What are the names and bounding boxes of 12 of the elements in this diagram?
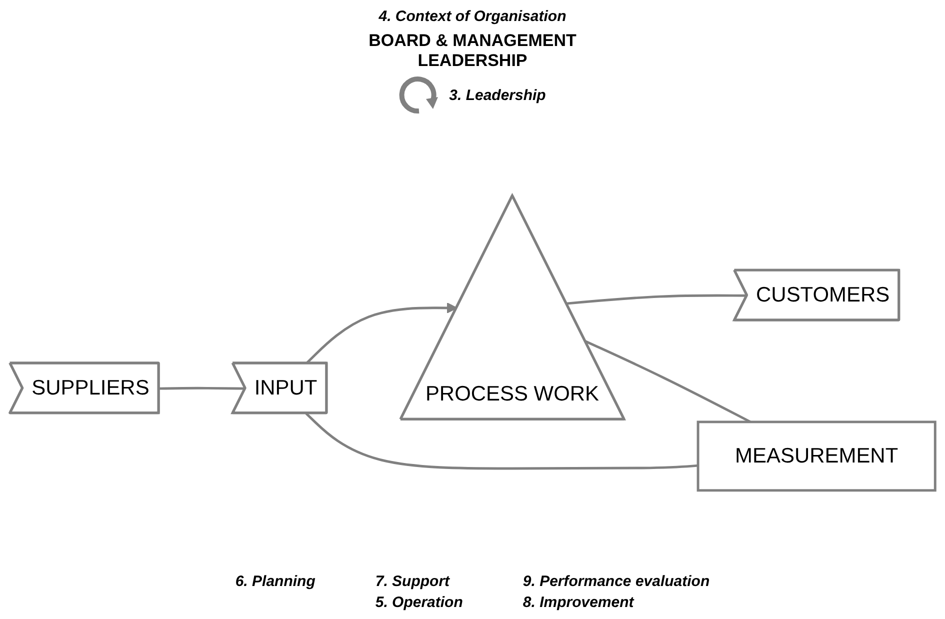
clause-label: 4. Context of Organisation bbox=[378, 8, 566, 25]
connector bbox=[159, 386, 246, 390]
clause-label: 5. Operation bbox=[375, 594, 463, 611]
connector bbox=[305, 412, 698, 470]
node-box: MEASUREMENT bbox=[696, 420, 936, 492]
clause-label: 3. Leadership bbox=[449, 86, 546, 104]
clause-label: 9. Performance evaluation bbox=[522, 573, 710, 590]
connector bbox=[566, 294, 748, 305]
clause-label: 8. Improvement bbox=[522, 594, 636, 611]
clause-label: 6. Planning bbox=[235, 573, 316, 590]
heading-text: BOARD & MANAGEMENT LEADERSHIP bbox=[368, 31, 578, 71]
clause-label: 7. Support bbox=[375, 573, 451, 590]
